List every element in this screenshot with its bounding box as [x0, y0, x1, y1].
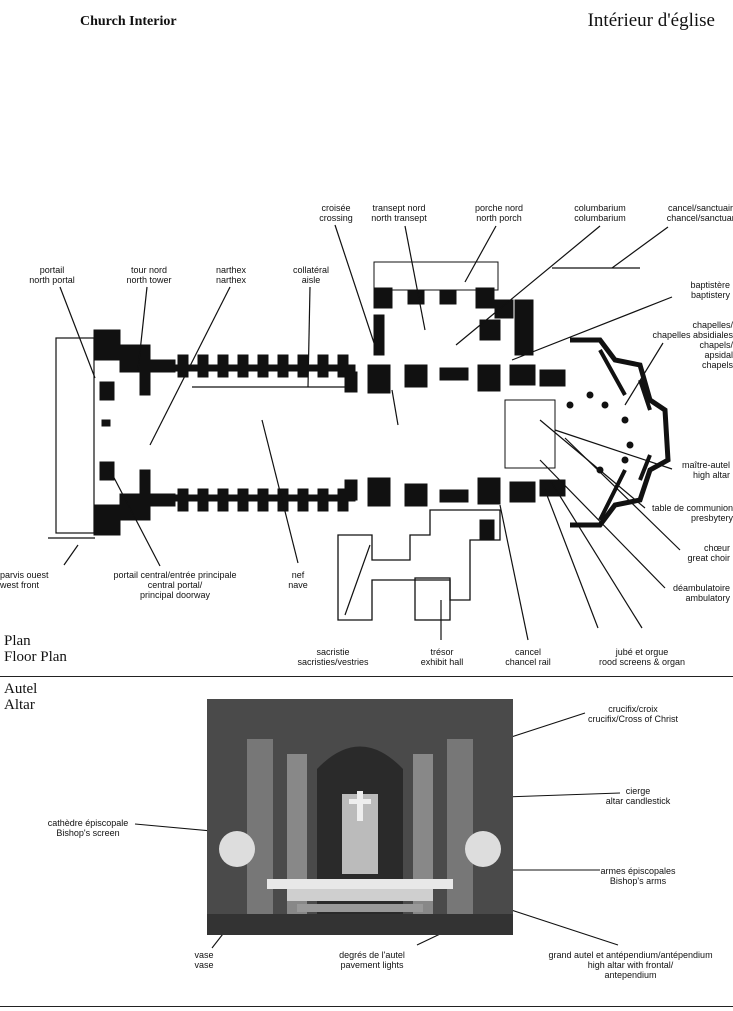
page-title-en: Church Interior: [80, 14, 177, 29]
altar-en: Altar: [4, 697, 35, 713]
section-divider: [0, 676, 733, 677]
altar-fr: Autel: [4, 681, 38, 697]
plan-fr: Plan: [4, 633, 31, 649]
altar-photo: [207, 699, 513, 935]
page-title-fr: Intérieur d'église: [587, 10, 715, 31]
plan-en: Floor Plan: [4, 649, 67, 665]
bottom-rule: [0, 1006, 733, 1007]
